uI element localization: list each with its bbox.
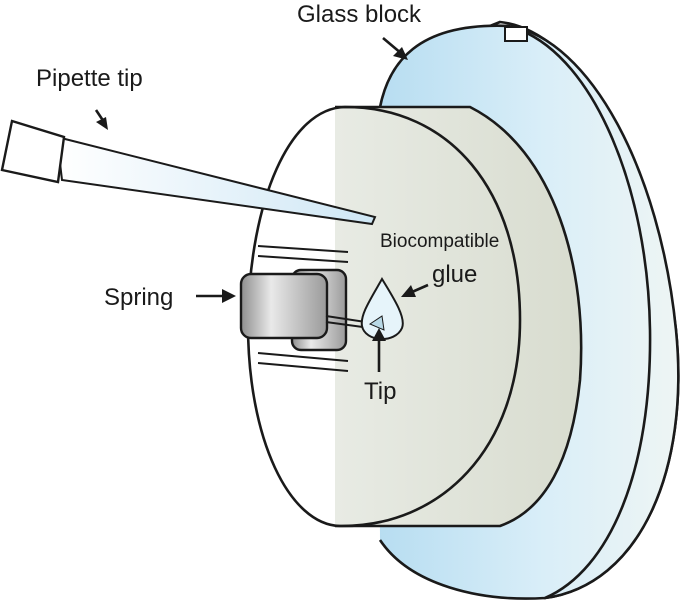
spring xyxy=(239,268,386,352)
glass-block-notch xyxy=(504,26,528,42)
label-spring: Spring xyxy=(104,284,173,311)
glass-block-outline xyxy=(376,24,680,600)
tip-marker xyxy=(368,315,385,331)
mounting-disk xyxy=(246,105,583,528)
arrow-icon xyxy=(222,289,236,303)
rail-top xyxy=(257,245,349,253)
pipette-body xyxy=(55,135,377,226)
arrow-icon xyxy=(96,117,108,130)
rail-top-2 xyxy=(257,255,349,263)
label-pipette-tip: Pipette tip xyxy=(36,65,143,92)
label-glass-block: Glass block xyxy=(297,1,422,28)
glass-block-inner-rim xyxy=(519,28,652,600)
arrow-icon xyxy=(372,328,386,341)
label-tip: Tip xyxy=(364,378,396,405)
rail-bottom xyxy=(257,352,349,362)
disk-side xyxy=(335,107,582,526)
pipette-tip xyxy=(0,119,377,226)
disk-front-face xyxy=(246,105,522,528)
pipette-collar xyxy=(0,119,66,184)
rail-bottom-2 xyxy=(257,362,349,372)
arrow-icon xyxy=(411,283,429,294)
disk-side-outline xyxy=(335,105,583,528)
spring-front-plate xyxy=(239,272,329,340)
annotation-arrows xyxy=(94,37,429,372)
arrow-icon xyxy=(393,47,408,60)
label-glue: glue xyxy=(432,261,477,288)
arrow-icon xyxy=(401,285,416,297)
label-biocompatible: Biocompatible xyxy=(380,231,499,252)
